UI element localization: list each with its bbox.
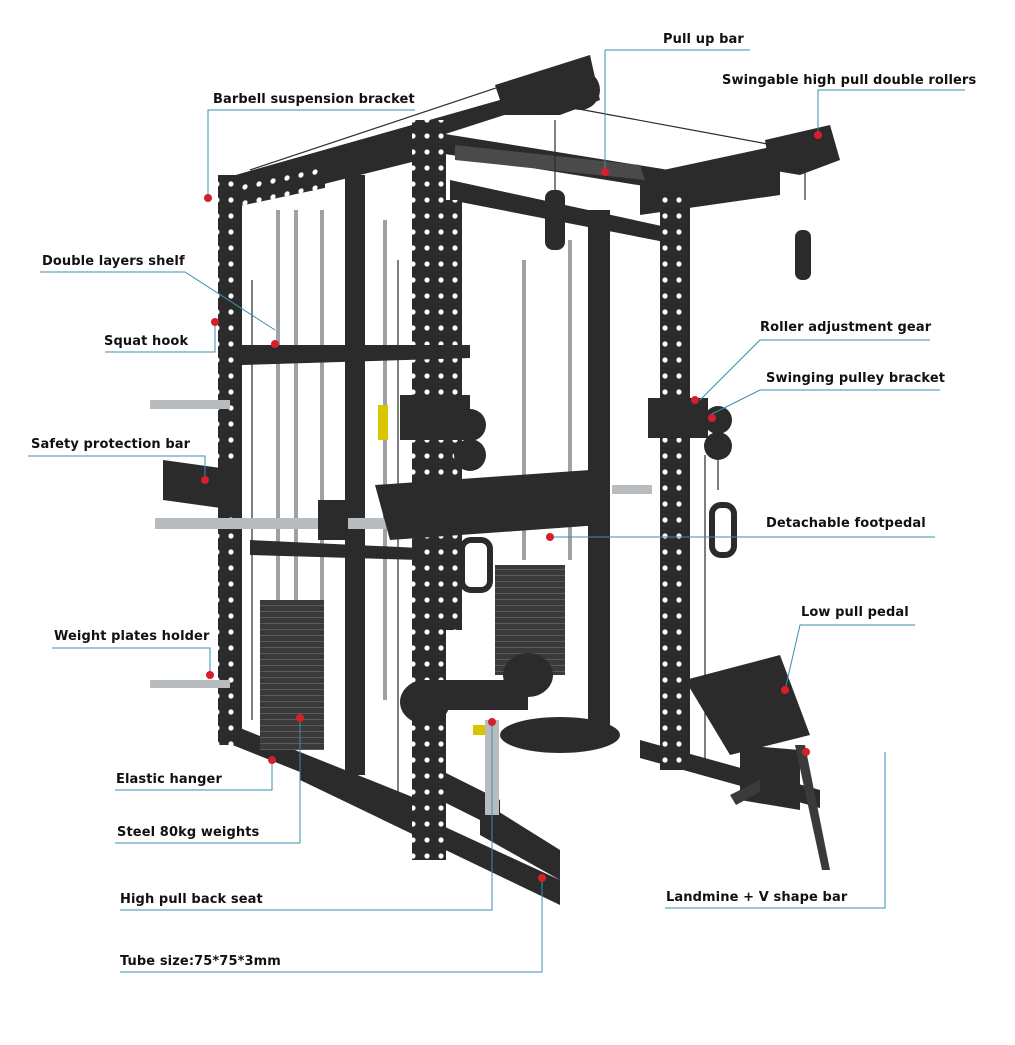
label-safety-protection-bar: Safety protection bar [31,437,191,452]
label-roller-adjustment-gear: Roller adjustment gear [760,320,932,335]
center-pulley-assembly [378,395,493,593]
landmine-v-bar [730,745,830,870]
label-weight-plates-holder: Weight plates holder [54,629,210,644]
hanging-handle-top [545,190,565,250]
swinging-pulley-bracket [648,398,737,558]
label-barbell-suspension-bracket: Barbell suspension bracket [213,92,415,107]
double-layers-shelf [242,345,470,560]
label-high-pull-back-seat: High pull back seat [120,892,263,907]
detachable-footpedal [375,470,600,540]
marker-dots [201,131,822,882]
label-double-layers-shelf: Double layers shelf [42,254,185,269]
swingable-high-pull-rollers [765,125,840,280]
label-low-pull-pedal: Low pull pedal [801,605,909,620]
suspension-bracket-plate [235,165,325,208]
label-pull-up-bar: Pull up bar [663,32,744,47]
label-swinging-pulley-bracket: Swinging pulley bracket [766,371,946,386]
label-tube-size: Tube size:75*75*3mm [120,954,281,969]
label-landmine-v-shape-bar: Landmine + V shape bar [666,890,848,905]
label-elastic-hanger: Elastic hanger [116,772,222,787]
label-squat-hook: Squat hook [104,334,189,349]
leader-lines [28,49,965,973]
high-pull-pulley-block [495,55,600,115]
label-detachable-footpedal: Detachable footpedal [766,516,926,531]
safety-bar-barbell [150,400,652,688]
label-steel-80kg-weights: Steel 80kg weights [117,825,260,840]
label-swingable-high-pull-double-rollers: Swingable high pull double rollers [722,73,977,88]
